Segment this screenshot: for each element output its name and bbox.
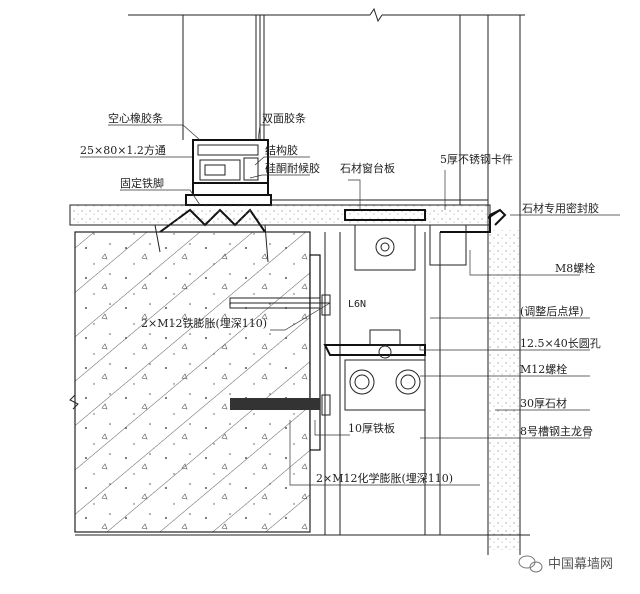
label-square-tube: 25×80×1.2方通: [80, 143, 166, 157]
m12-bolt-pair: [344, 359, 426, 411]
label-spot-weld-note: (调整后点焊): [520, 304, 584, 318]
anchor-bolt-top: [229, 294, 331, 316]
label-m8-bolt: M8螺栓: [555, 261, 595, 275]
label-long-hole: 12.5×40长圆孔: [520, 337, 601, 350]
label-iron-plate-10: 10厚铁板: [348, 421, 395, 435]
watermark: 中国幕墙网: [518, 555, 613, 573]
anchor-bolt-bottom: [230, 394, 331, 416]
label-m12-anchor-iron: 2×M12铁膨胀(埋深110): [141, 316, 267, 330]
label-fixed-iron-foot: 固定铁脚: [120, 176, 164, 190]
sealant-right: [487, 208, 507, 226]
label-channel-8: 8号槽钢主龙骨: [520, 425, 593, 438]
right-cladding-lines: [459, 15, 521, 555]
channel-steel-main: [324, 232, 441, 535]
iron-plate-10: [309, 254, 321, 451]
label-hollow-rubber-strip: 空心橡胶条: [108, 111, 163, 125]
label-m12-bolt: M12螺栓: [520, 362, 567, 376]
label-stone-30: 30厚石材: [520, 396, 567, 410]
label-double-side-tape: 双面胶条: [262, 111, 306, 125]
label-ss-clip: 5厚不锈钢卡件: [440, 153, 513, 166]
label-m12-anchor-chem: 2×M12化学膨胀(埋深110): [316, 471, 453, 485]
label-angle-mark: L6N: [348, 299, 366, 310]
glass-pane: [182, 15, 265, 140]
wechat-icon: [518, 555, 543, 573]
label-stone-window-sill: 石材窗台板: [340, 161, 395, 175]
angle-bracket: [323, 329, 426, 359]
watermark-text: 中国幕墙网: [548, 557, 613, 572]
label-silicone-weather-seal: 硅酮耐候胶: [265, 161, 320, 175]
concrete-wall: [69, 231, 311, 533]
label-stone-sealant: 石材专用密封胶: [522, 201, 599, 215]
top-border-line: [128, 7, 525, 23]
label-structural-adhesive: 结构胶: [265, 143, 298, 157]
leader-lines: [80, 124, 620, 486]
